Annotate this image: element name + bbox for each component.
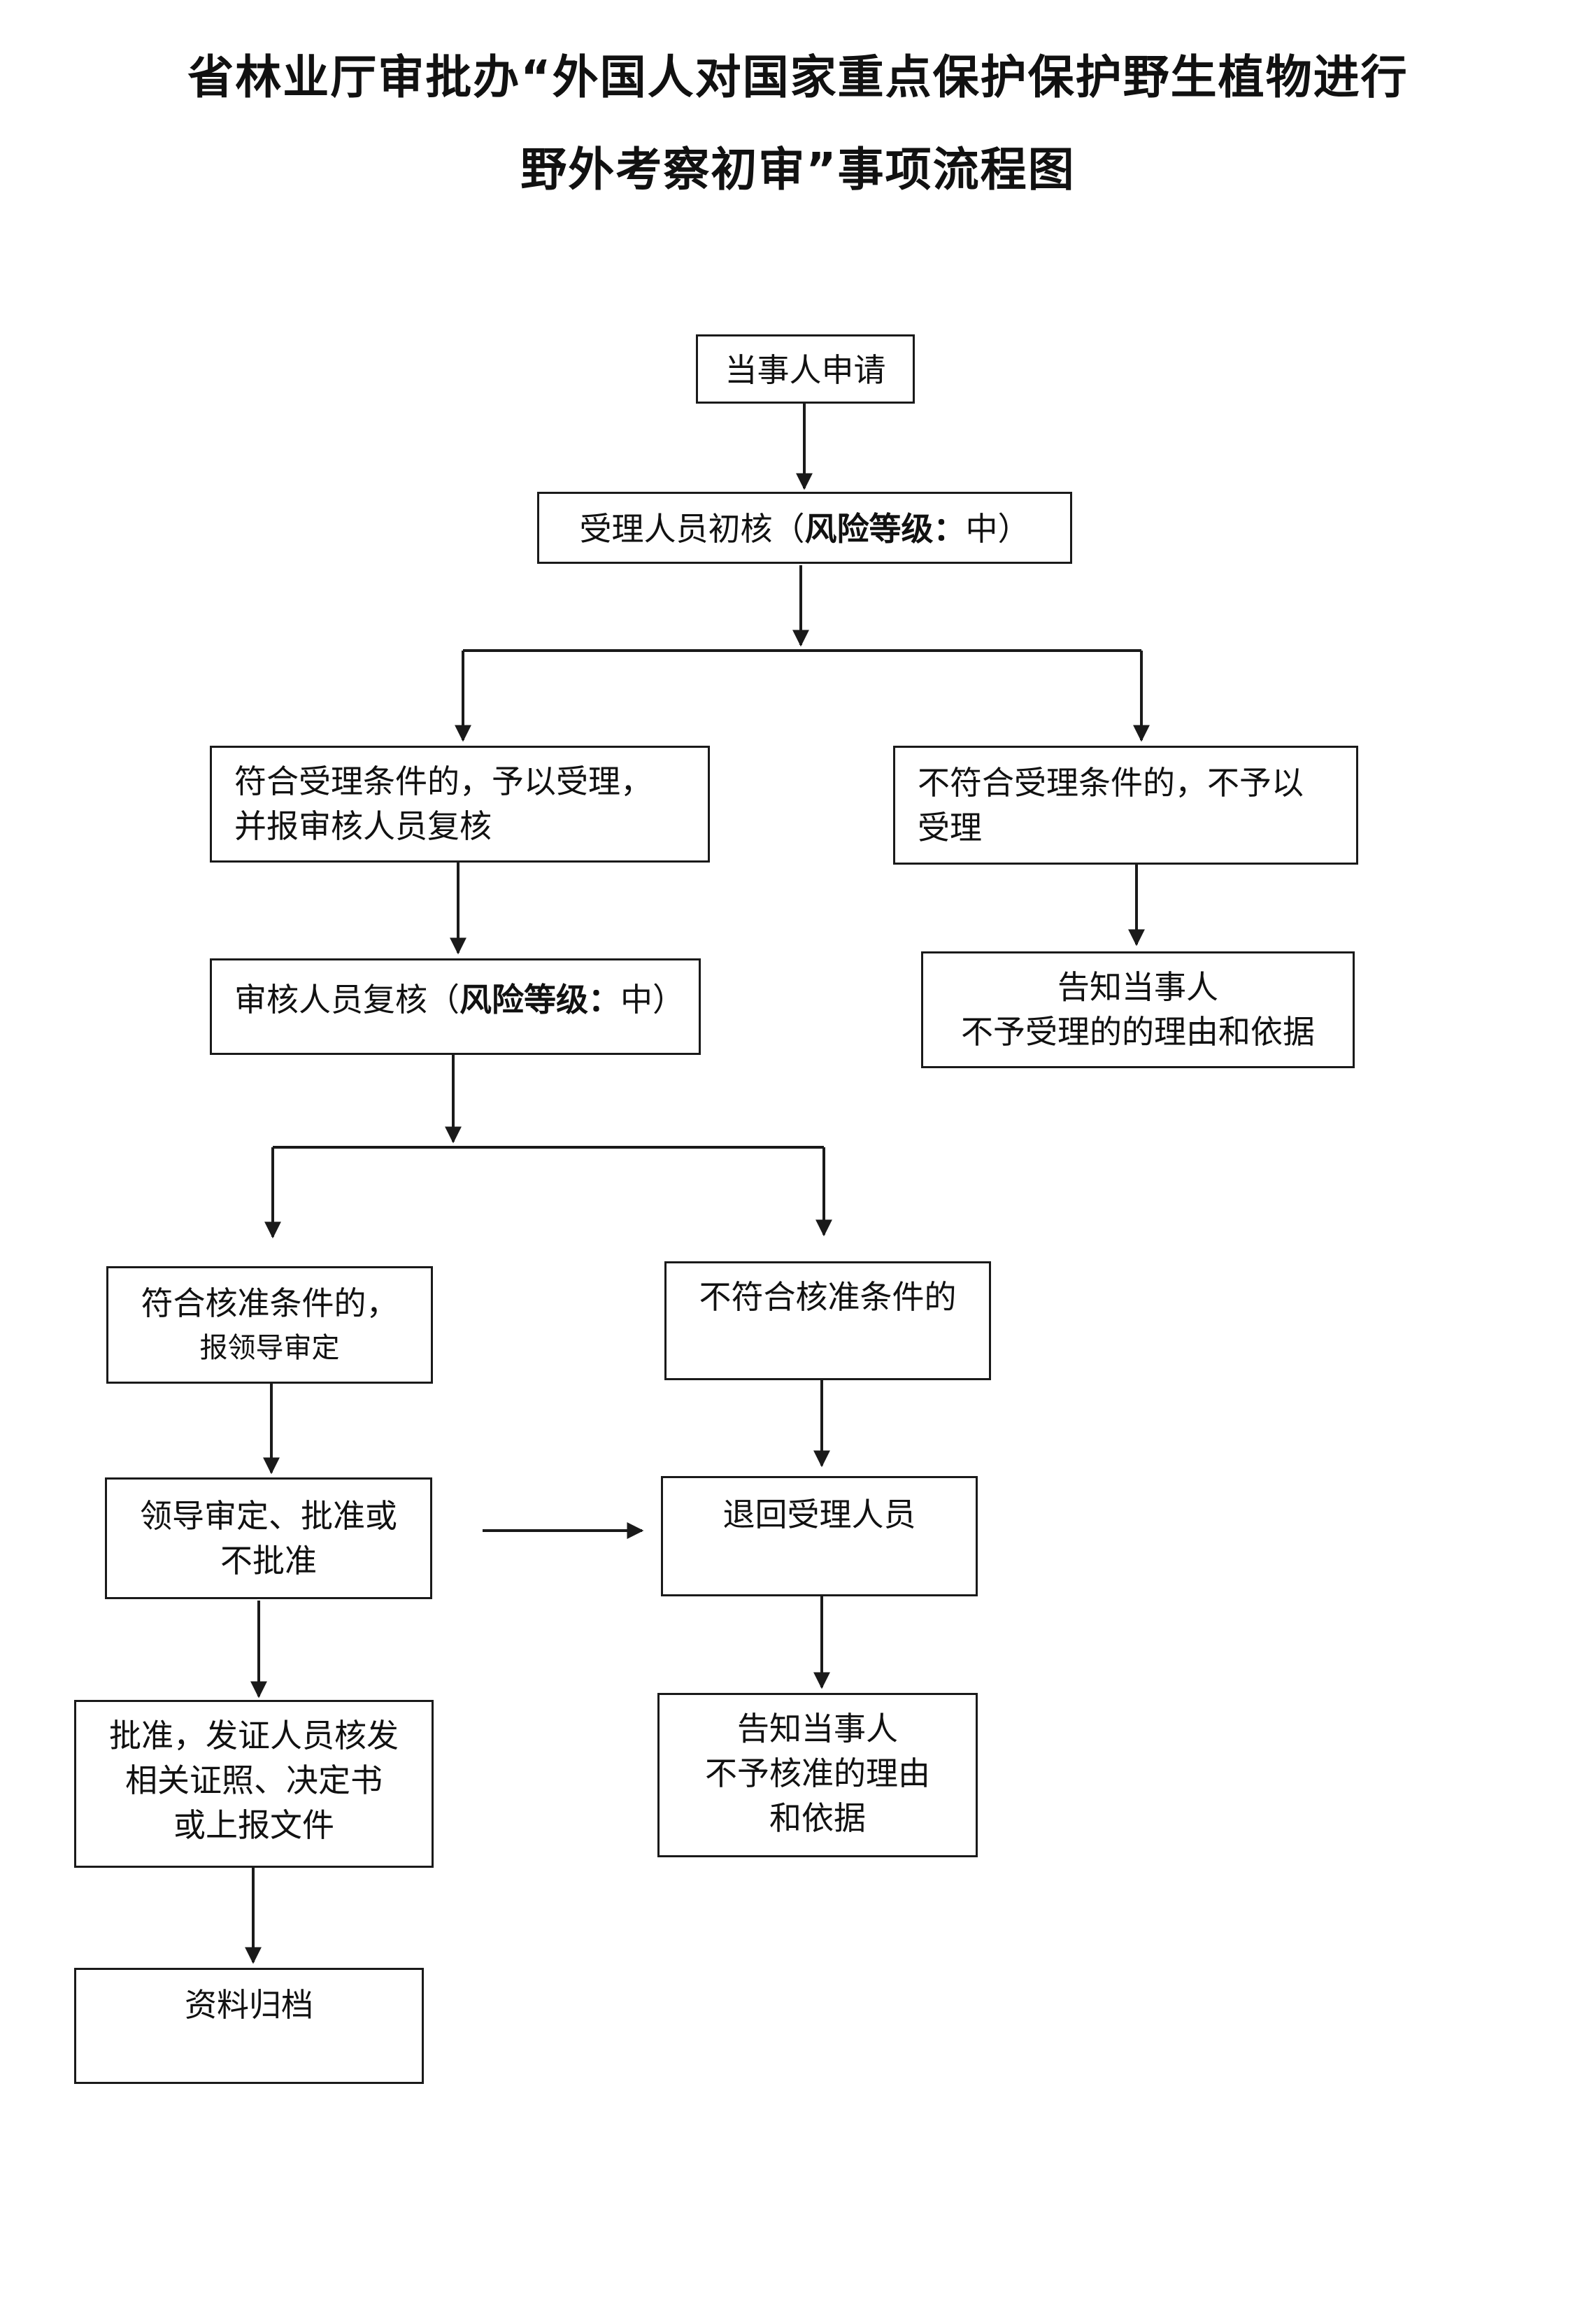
node-accept-line-2: 并报审核人员复核 bbox=[234, 807, 492, 845]
node-issue-line-1: 批准，发证人员核发 bbox=[109, 1717, 399, 1754]
diagram-title-line-2: 野外考察初审”事项流程图 bbox=[520, 143, 1076, 197]
node-notify-no-approve-line-1: 告知当事人 bbox=[737, 1710, 898, 1747]
node-leader-line-2: 不批准 bbox=[220, 1542, 317, 1580]
node-apply: 当事人申请 bbox=[696, 334, 915, 404]
node-accept: 符合受理条件的，予以受理， 并报审核人员复核 bbox=[210, 746, 710, 863]
node-approve-ok: 符合核准条件的， 报领导审定 bbox=[106, 1266, 433, 1384]
node-archive-label: 资料归档 bbox=[185, 1986, 313, 2024]
node-leader: 领导审定、批准或 不批准 bbox=[105, 1477, 432, 1599]
node-initial-review-suffix: 中） bbox=[965, 510, 1030, 548]
node-recheck-label: 审核人员复核（风险等级：中） bbox=[234, 977, 699, 1022]
node-notify-no-approve: 告知当事人 不予核准的理由 和依据 bbox=[657, 1693, 978, 1857]
node-archive: 资料归档 bbox=[74, 1968, 424, 2084]
node-reject-accept-line-2: 受理 bbox=[918, 809, 982, 846]
node-recheck-prefix: 审核人员复核（ bbox=[234, 981, 459, 1019]
node-notify-no-approve-line-3: 和依据 bbox=[769, 1799, 866, 1837]
node-approve-not-ok-label: 不符合核准条件的 bbox=[699, 1278, 957, 1316]
node-initial-review: 受理人员初核（风险等级：中） bbox=[537, 492, 1072, 564]
node-leader-line-1: 领导审定、批准或 bbox=[140, 1497, 397, 1535]
node-recheck-suffix: 中） bbox=[620, 981, 685, 1019]
node-issue: 批准，发证人员核发 相关证照、决定书 或上报文件 bbox=[74, 1700, 434, 1868]
node-accept-line-1: 符合受理条件的，予以受理， bbox=[234, 763, 653, 800]
node-notify-no-accept-line-1: 告知当事人 bbox=[1057, 968, 1218, 1006]
node-approve-ok-line-1: 符合核准条件的， bbox=[141, 1284, 399, 1322]
node-reject-accept-line-1: 不符合受理条件的，不予以 bbox=[918, 764, 1304, 802]
node-initial-review-risk-label: 风险等级： bbox=[804, 510, 966, 548]
node-notify-no-approve-line-2: 不予核准的理由 bbox=[705, 1754, 930, 1792]
node-recheck-risk-label: 风险等级： bbox=[459, 981, 620, 1019]
node-issue-line-2: 相关证照、决定书 bbox=[125, 1761, 383, 1799]
node-reject-accept: 不符合受理条件的，不予以 受理 bbox=[893, 746, 1358, 865]
node-issue-line-3: 或上报文件 bbox=[173, 1806, 334, 1844]
node-approve-not-ok: 不符合核准条件的 bbox=[664, 1261, 991, 1380]
node-apply-label: 当事人申请 bbox=[725, 351, 886, 389]
node-recheck: 审核人员复核（风险等级：中） bbox=[210, 958, 701, 1055]
node-notify-no-accept: 告知当事人 不予受理的的理由和依据 bbox=[921, 951, 1355, 1068]
diagram-title-line-1: 省林业厅审批办“外国人对国家重点保护保护野生植物进行 bbox=[187, 50, 1409, 104]
node-return-label: 退回受理人员 bbox=[722, 1496, 916, 1533]
node-notify-no-accept-line-2: 不予受理的的理由和依据 bbox=[961, 1013, 1315, 1051]
node-initial-review-prefix: 受理人员初核（ bbox=[579, 510, 805, 548]
node-initial-review-label: 受理人员初核（风险等级：中） bbox=[539, 506, 1070, 551]
node-approve-ok-line-2: 报领导审定 bbox=[199, 1332, 340, 1364]
node-return: 退回受理人员 bbox=[661, 1476, 978, 1596]
